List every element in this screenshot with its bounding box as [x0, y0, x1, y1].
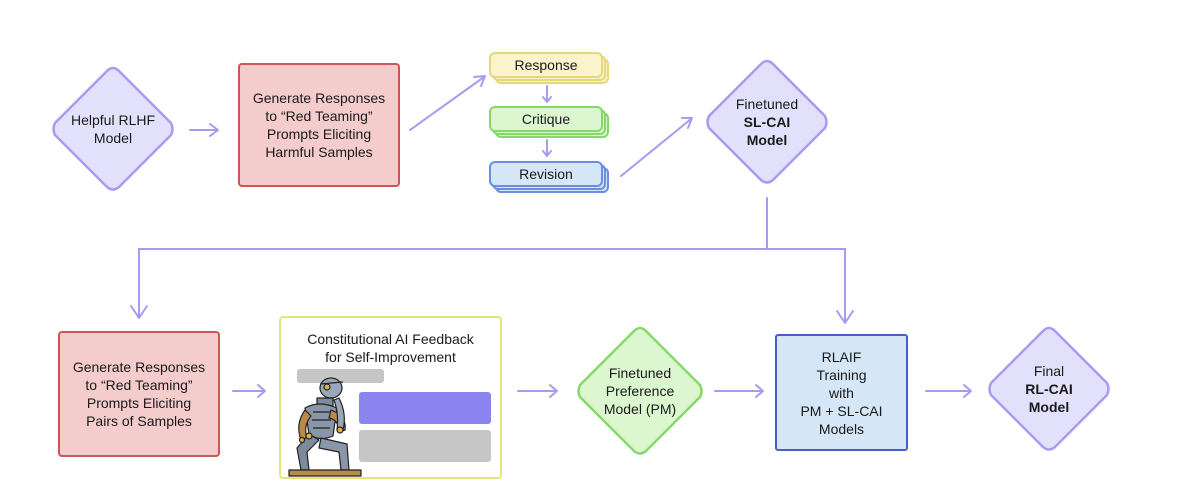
arrow-rlaif-to-final [925, 384, 972, 398]
feedback-title-line2: for Self-Improvement [325, 349, 456, 365]
pm-line1: Finetuned [608, 365, 672, 381]
generate-pairs-line1: Generate Responses [72, 359, 206, 375]
diamond-shape [706, 59, 828, 184]
sl-cai-line2: SL-CAI [743, 114, 791, 130]
sl-cai-line1: Finetuned [735, 96, 799, 112]
rlaif-training-box: RLAIF Training with PM + SL-CAI Models [775, 334, 908, 451]
chat-bubble-gray-bottom [359, 430, 491, 462]
rlaif-line4: PM + SL-CAI [800, 402, 883, 419]
arrow-generate-pairs-to-feedback [232, 384, 266, 398]
arrow-generate-to-response [409, 75, 486, 131]
constitutional-ai-feedback-box: Constitutional AI Feedback for Self-Impr… [279, 316, 502, 479]
sl-cai-model-node: Finetuned SL-CAI Model [702, 57, 832, 187]
helpful-model-line1: Helpful RLHF [70, 112, 156, 128]
arrow-pm-to-rlaif [714, 384, 764, 398]
final-rl-cai-model-node: Final RL-CAI Model [984, 324, 1114, 454]
arrow-sl-cai-branch [130, 197, 854, 324]
pm-line2: Preference [605, 383, 675, 399]
critique-card: Critique [489, 106, 603, 132]
generate-harmful-line3: Prompts Eliciting [266, 126, 372, 142]
arrow-helpful-to-generate [189, 123, 219, 137]
helpful-model-line2: Model [93, 130, 133, 146]
feedback-title-line1: Constitutional AI Feedback [307, 331, 474, 347]
generate-pairs-line4: Pairs of Samples [86, 413, 192, 429]
final-line1: Final [1033, 363, 1065, 379]
chat-bubble-gray-top [297, 369, 384, 383]
arrow-revision-to-sl-cai [620, 117, 693, 177]
final-line2: RL-CAI [1025, 381, 1073, 397]
generate-pairs-box: Generate Responses to “Red Teaming” Prom… [58, 331, 220, 457]
generate-pairs-line3: Prompts Eliciting [86, 395, 192, 411]
generate-harmful-line4: Harmful Samples [265, 144, 373, 160]
arrow-feedback-to-pm [517, 384, 558, 398]
rlaif-line1: RLAIF [821, 348, 862, 365]
rlaif-line3: with [829, 384, 854, 401]
diamond-shape [52, 66, 174, 191]
arrow-response-to-critique [542, 85, 552, 103]
response-card: Response [489, 52, 603, 78]
diamond-shape [988, 326, 1110, 451]
preference-model-node: Finetuned Preference Model (PM) [573, 324, 707, 458]
robot-thinker-icon [288, 377, 362, 477]
rlaif-line5: Models [818, 420, 865, 437]
generate-harmful-line1: Generate Responses [252, 90, 386, 106]
generate-harmful-line2: to “Red Teaming” [265, 108, 373, 124]
sl-cai-line3: Model [746, 132, 788, 148]
diamond-shape [577, 326, 703, 455]
helpful-rlhf-model-node: Helpful RLHF Model [48, 64, 178, 194]
rlaif-line2: Training [816, 366, 867, 383]
chat-bubble-purple [359, 392, 491, 424]
revision-card: Revision [489, 161, 603, 187]
generate-harmful-samples-box: Generate Responses to “Red Teaming” Prom… [238, 63, 400, 187]
pm-line3: Model (PM) [603, 401, 677, 417]
generate-pairs-line2: to “Red Teaming” [85, 377, 193, 393]
arrow-critique-to-revision [542, 139, 552, 157]
final-line3: Model [1028, 399, 1070, 415]
